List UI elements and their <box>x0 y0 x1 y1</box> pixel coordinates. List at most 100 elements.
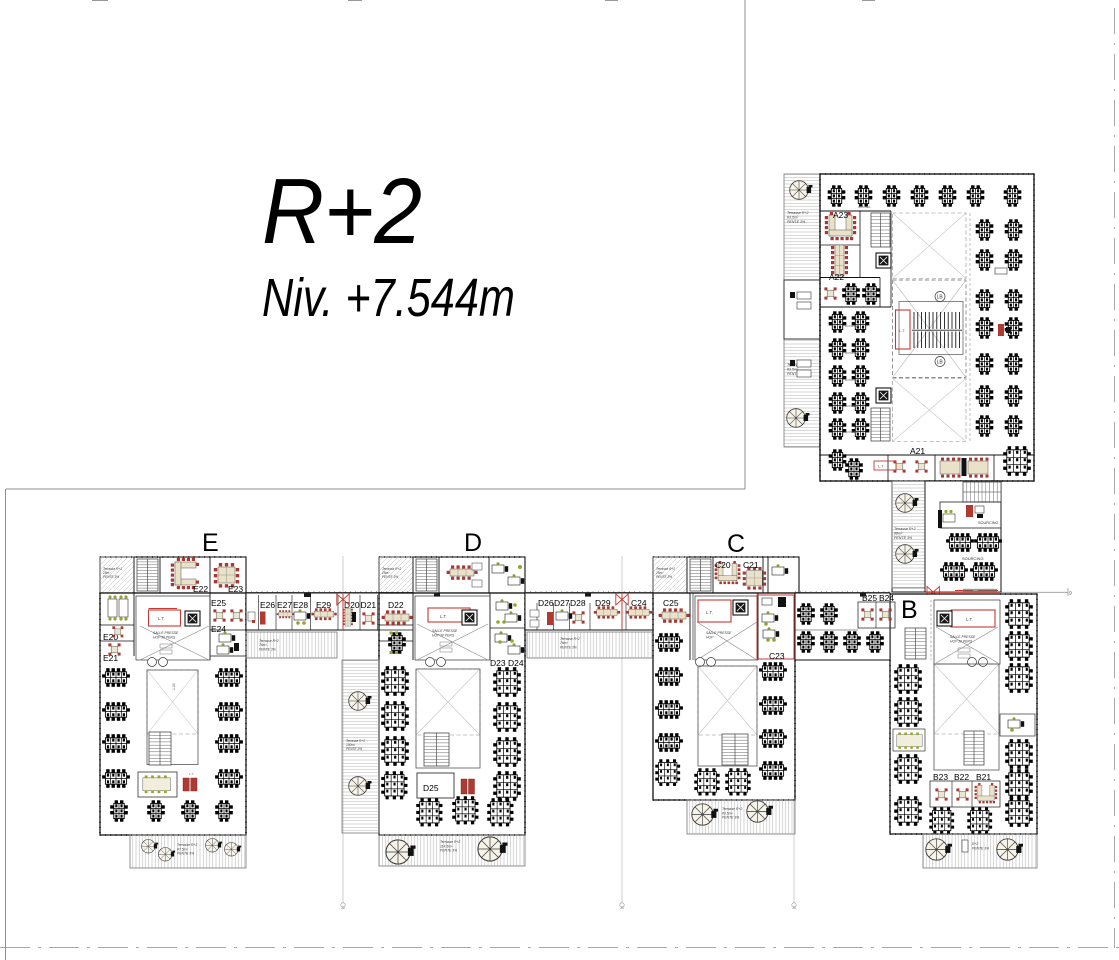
svg-text:83.5m²: 83.5m² <box>787 216 799 220</box>
svg-text:PENTE 3%: PENTE 3% <box>346 747 362 751</box>
svg-text:la marque: la marque <box>845 324 859 328</box>
svg-text:R+2: R+2 <box>972 842 978 846</box>
svg-text:E23: E23 <box>228 584 243 594</box>
svg-text:A23: A23 <box>833 210 848 220</box>
svg-text:PENTE 3%: PENTE 3% <box>440 849 457 853</box>
svg-text:B23: B23 <box>933 772 948 782</box>
svg-text:PENTE 3%: PENTE 3% <box>894 536 913 540</box>
svg-text:HOP 30 PERS: HOP 30 PERS <box>153 635 176 639</box>
svg-text:L.T.: L.T. <box>899 328 905 333</box>
svg-text:1.33: 1.33 <box>172 683 176 690</box>
svg-text:Terrasse R+2: Terrasse R+2 <box>560 637 580 641</box>
svg-text:Terrasse R+2: Terrasse R+2 <box>346 739 365 743</box>
svg-text:87.5m²: 87.5m² <box>177 847 188 851</box>
svg-text:C23: C23 <box>769 651 785 661</box>
svg-text:LB: LB <box>937 295 944 301</box>
svg-text:D23 D24: D23 D24 <box>490 658 524 668</box>
svg-text:114.5m²: 114.5m² <box>440 844 453 848</box>
svg-text:76m²: 76m² <box>560 641 568 645</box>
svg-text:la marque: la marque <box>845 430 859 434</box>
svg-text:PENTE 3%: PENTE 3% <box>787 372 806 376</box>
svg-text:PENTE 3%: PENTE 3% <box>382 575 398 579</box>
svg-text:D22: D22 <box>388 600 404 610</box>
svg-text:SALLE PRESSE: SALLE PRESSE <box>153 631 179 635</box>
svg-text:25m²: 25m² <box>655 571 664 575</box>
svg-text:PENTE 3%: PENTE 3% <box>177 852 194 856</box>
svg-text:HOP 30 PERS: HOP 30 PERS <box>432 633 455 637</box>
svg-text:A21: A21 <box>910 446 925 456</box>
svg-text:25m²: 25m² <box>381 571 390 575</box>
svg-text:JD: JD <box>341 906 346 910</box>
svg-text:ACCUEIL: ACCUEIL <box>858 205 871 209</box>
svg-text:L.T.: L.T. <box>966 617 973 622</box>
svg-text:E28: E28 <box>293 600 308 610</box>
svg-text:L.T.: L.T. <box>706 610 713 615</box>
svg-text:PENTE 3%: PENTE 3% <box>972 846 989 850</box>
svg-text:L.T.: L.T. <box>158 616 165 621</box>
svg-text:D26: D26 <box>538 598 554 608</box>
svg-text:Terrasse R+2: Terrasse R+2 <box>103 567 122 571</box>
svg-text:D25: D25 <box>423 783 439 793</box>
svg-text:SALLE PRESSE: SALLE PRESSE <box>950 635 976 639</box>
svg-text:C: C <box>727 530 745 558</box>
svg-text:D27: D27 <box>554 598 570 608</box>
svg-text:E25: E25 <box>211 598 226 608</box>
svg-text:SOURCING: SOURCING <box>962 556 984 561</box>
svg-text:83.5m²: 83.5m² <box>787 368 799 372</box>
svg-text:D29: D29 <box>595 598 611 608</box>
svg-text:JD: JD <box>792 906 797 910</box>
svg-text:E22: E22 <box>193 584 208 594</box>
svg-text:25m²: 25m² <box>102 571 111 575</box>
svg-text:Terrasse R+2: Terrasse R+2 <box>177 843 197 847</box>
svg-text:HOP: HOP <box>706 635 714 639</box>
svg-text:JD: JD <box>620 906 625 910</box>
svg-text:E24: E24 <box>211 624 226 634</box>
svg-text:LB: LB <box>937 360 944 366</box>
svg-text:la marque: la marque <box>845 351 859 355</box>
svg-text:C20: C20 <box>715 560 731 570</box>
svg-text:D28: D28 <box>570 598 586 608</box>
svg-text:la marque: la marque <box>845 378 859 382</box>
svg-text:76m²: 76m² <box>259 643 267 647</box>
svg-text:B22: B22 <box>954 772 969 782</box>
svg-text:R+2: R+2 <box>262 159 422 263</box>
svg-text:SALLE PRESSE: SALLE PRESSE <box>706 631 732 635</box>
svg-text:PENTE 3%: PENTE 3% <box>787 220 806 224</box>
svg-text:Terrasse R+2: Terrasse R+2 <box>440 840 460 844</box>
svg-text:Niv. +7.544m: Niv. +7.544m <box>262 268 515 328</box>
svg-text:Terrasse R+2: Terrasse R+2 <box>722 807 742 811</box>
svg-text:C25: C25 <box>663 598 679 608</box>
svg-text:SALLE PRESSE: SALLE PRESSE <box>432 629 458 633</box>
svg-text:C21: C21 <box>743 560 759 570</box>
svg-text:D20: D20 <box>344 600 360 610</box>
svg-text:Terrasse R+2: Terrasse R+2 <box>259 639 279 643</box>
svg-text:L.T.: L.T. <box>189 772 194 776</box>
svg-text:PENTE 3%: PENTE 3% <box>722 816 739 820</box>
svg-text:88m²: 88m² <box>894 532 903 536</box>
svg-text:E: E <box>202 529 219 557</box>
svg-text:B21: B21 <box>976 772 991 782</box>
svg-text:E27: E27 <box>277 600 292 610</box>
svg-text:B: B <box>901 596 918 624</box>
svg-text:C24: C24 <box>631 598 647 608</box>
svg-text:HOP 30 PERS: HOP 30 PERS <box>950 639 973 643</box>
svg-text:Terrasse R+2: Terrasse R+2 <box>894 527 916 531</box>
svg-text:Terrasse R+2: Terrasse R+2 <box>787 211 809 215</box>
svg-text:la marque: la marque <box>845 404 859 408</box>
svg-text:B24: B24 <box>879 593 894 603</box>
svg-text:A22: A22 <box>829 272 844 282</box>
svg-text:Terrasse R+2: Terrasse R+2 <box>382 567 401 571</box>
svg-text:83.5m²: 83.5m² <box>722 811 733 815</box>
svg-text:PENTE 3%: PENTE 3% <box>560 645 577 649</box>
svg-text:E29: E29 <box>316 600 331 610</box>
svg-text:D21: D21 <box>361 600 377 610</box>
svg-text:B25: B25 <box>862 593 877 603</box>
svg-text:E26: E26 <box>260 600 275 610</box>
svg-text:L.T.: L.T. <box>878 464 884 469</box>
svg-text:PENTE 3%: PENTE 3% <box>103 575 119 579</box>
svg-text:PENTE 3%: PENTE 3% <box>656 575 672 579</box>
svg-text:D: D <box>464 529 482 557</box>
svg-text:SOURCING: SOURCING <box>978 521 999 525</box>
svg-text:E20: E20 <box>103 632 118 642</box>
svg-text:PENTE 3%: PENTE 3% <box>259 647 276 651</box>
